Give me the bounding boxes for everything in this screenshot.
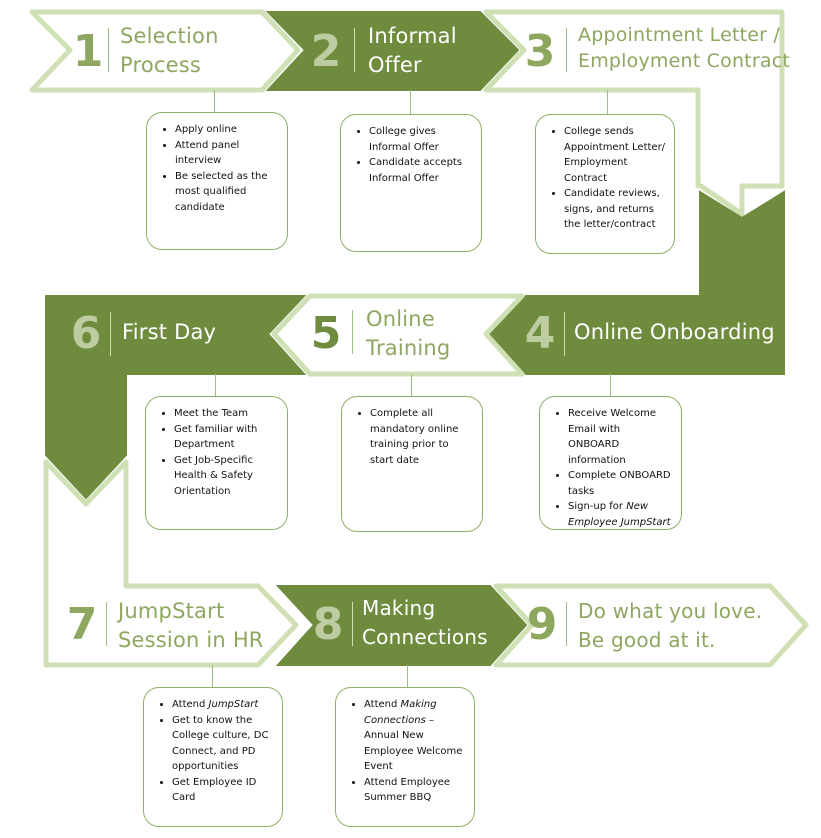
list-item-italic: New Employee JumpStart xyxy=(568,501,671,528)
step-2-card: College gives Informal Offer Candidate a… xyxy=(340,114,482,252)
step-3-divider xyxy=(566,28,567,72)
step-3-title: Appointment Letter /Employment Contract xyxy=(578,24,790,72)
step-4-title: Online Onboarding xyxy=(574,320,775,344)
list-item: Get familiar with Department xyxy=(174,422,279,453)
connector-7 xyxy=(212,665,213,687)
step-1-number: 1 xyxy=(72,26,104,77)
step-4-arrow xyxy=(488,190,785,375)
step-8-divider xyxy=(352,602,353,646)
step-8-arrow xyxy=(275,585,528,666)
step-8-number: 8 xyxy=(312,599,344,650)
list-item: Attend Making Connections – Annual New E… xyxy=(364,697,466,775)
list-item: Get Job-Specific Health & Safety Orienta… xyxy=(174,453,279,500)
list-item: College sends Appointment Letter/ Employ… xyxy=(564,124,666,186)
step-6-number: 6 xyxy=(70,308,102,359)
list-item-text: Attend xyxy=(364,699,401,710)
connector-2 xyxy=(410,90,411,114)
list-item: Meet the Team xyxy=(174,406,279,422)
step-5-arrow xyxy=(271,293,525,377)
list-item-text-2: – Annual New Employee Welcome Event xyxy=(364,714,463,773)
step-5-card: Complete all mandatory online training p… xyxy=(341,396,483,532)
connector-4 xyxy=(610,374,611,396)
step-1-divider xyxy=(108,28,109,72)
step-4-divider xyxy=(564,312,565,356)
list-item: Receive Welcome Email with ONBOARD infor… xyxy=(568,406,673,468)
step-1-arrow xyxy=(29,9,301,93)
step-6-divider xyxy=(110,312,111,356)
list-item: Complete ONBOARD tasks xyxy=(568,468,673,499)
list-item: Candidate accepts Informal Offer xyxy=(369,155,473,186)
step-6-card: Meet the Team Get familiar with Departme… xyxy=(145,396,288,530)
list-item: Be selected as the most qualified candid… xyxy=(175,169,279,216)
step-9-number: 9 xyxy=(526,599,558,650)
step-3-card: College sends Appointment Letter/ Employ… xyxy=(535,114,675,254)
step-5-number: 5 xyxy=(310,308,342,359)
step-2-number: 2 xyxy=(310,26,342,77)
connector-8 xyxy=(407,665,408,687)
step-3-arrow xyxy=(483,9,785,217)
step-7-card: Attend JumpStart Get to know the College… xyxy=(143,687,283,827)
step-5-divider xyxy=(352,310,353,354)
step-9-title: Do what you love.Be good at it. xyxy=(578,599,763,652)
step-9-divider xyxy=(566,602,567,646)
list-item: Get to know the College culture, DC Conn… xyxy=(172,713,274,775)
connector-1 xyxy=(214,90,215,112)
list-item: Attend Employee Summer BBQ xyxy=(364,775,466,806)
step-4-number: 4 xyxy=(524,308,556,359)
connector-3 xyxy=(607,90,608,114)
step-9-arrow xyxy=(493,583,809,668)
step-7-number: 7 xyxy=(66,599,98,650)
step-6-title: First Day xyxy=(122,320,217,344)
list-item: Apply online xyxy=(175,122,279,138)
connector-6 xyxy=(215,374,216,396)
connector-5 xyxy=(411,374,412,396)
step-8-card: Attend Making Connections – Annual New E… xyxy=(335,687,475,827)
list-item-italic: Making Connections xyxy=(364,699,437,726)
list-item: Candidate reviews, signs, and returns th… xyxy=(564,186,666,233)
list-item-text: Sign-up for xyxy=(568,501,627,512)
list-item: Complete all mandatory online training p… xyxy=(370,406,474,468)
list-item: Get Employee ID Card xyxy=(172,775,274,806)
step-3-number: 3 xyxy=(524,26,556,77)
list-item: Sign-up for New Employee JumpStart xyxy=(568,499,673,530)
list-item: Attend JumpStart xyxy=(172,697,274,713)
list-item: College gives Informal Offer xyxy=(369,124,473,155)
list-item-text: Attend xyxy=(172,699,209,710)
step-1-card: Apply online Attend panel interview Be s… xyxy=(146,112,288,250)
step-7-divider xyxy=(106,602,107,646)
step-7-arrow xyxy=(43,459,299,668)
step-2-divider xyxy=(354,28,355,72)
step-2-arrow xyxy=(265,11,520,91)
list-item-italic: JumpStart xyxy=(208,699,259,710)
step-4-card: Receive Welcome Email with ONBOARD infor… xyxy=(539,396,682,530)
list-item: Attend panel interview xyxy=(175,138,279,169)
